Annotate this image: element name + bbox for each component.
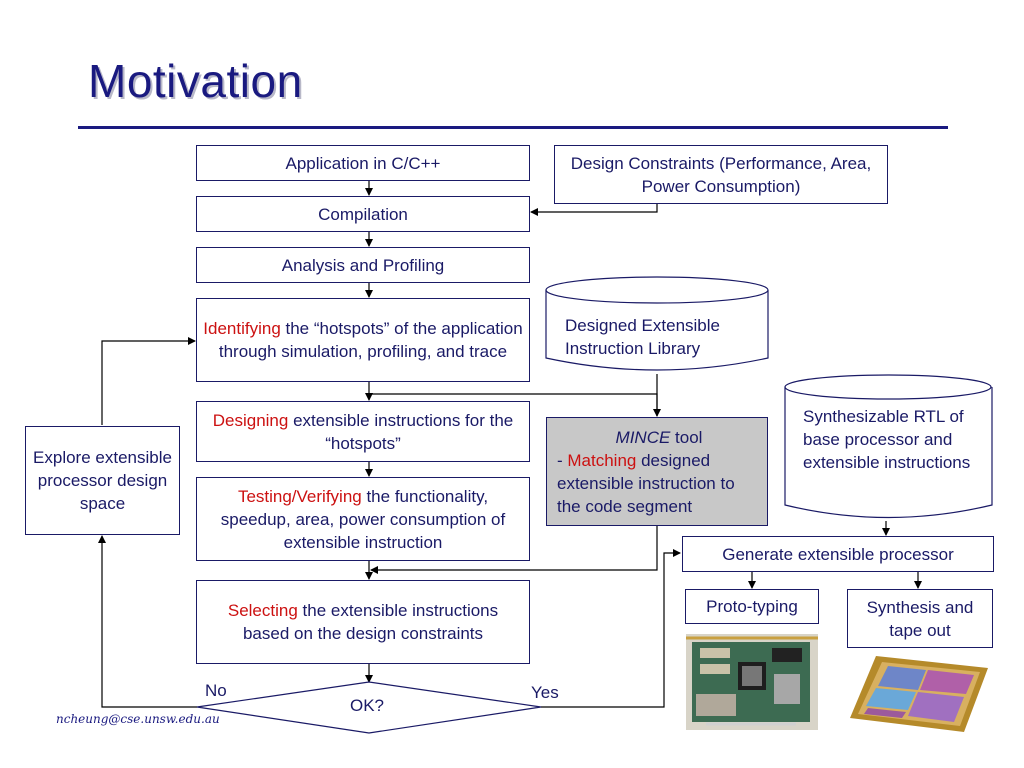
page-title: Motivation bbox=[88, 55, 303, 107]
design-text: Designing extensible instructions for th… bbox=[203, 409, 523, 455]
synthesis-label: Synthesis and tape out bbox=[866, 597, 974, 640]
explore-box: Explore extensible processor design spac… bbox=[25, 426, 180, 535]
app-label: Application in C/C++ bbox=[285, 153, 441, 173]
mince-name: MINCE bbox=[615, 427, 671, 447]
mince-box: MINCE tool- Matching designed extensible… bbox=[546, 417, 768, 526]
mince-text: MINCE tool- Matching designed extensible… bbox=[557, 426, 761, 518]
footer-email: ncheung@cse.unsw.edu.au bbox=[56, 712, 220, 726]
synthesis-box: Synthesis and tape out bbox=[847, 589, 993, 648]
decision-label: OK? bbox=[350, 696, 385, 715]
arrow-yes-generate bbox=[541, 549, 681, 708]
mince-highlight: Matching bbox=[567, 450, 637, 470]
identify-highlight: Identifying bbox=[203, 319, 281, 338]
library-cylinder bbox=[545, 276, 769, 371]
compilation-box: Compilation bbox=[196, 196, 530, 232]
generate-label: Generate extensible processor bbox=[722, 544, 954, 564]
identify-box: Identifying the “hotspots” of the applic… bbox=[196, 298, 530, 382]
select-text: Selecting the extensible instructions ba… bbox=[203, 599, 523, 645]
arrow-no-explore bbox=[98, 535, 197, 708]
rtl-label: Synthesizable RTL of base processor and … bbox=[803, 407, 971, 472]
design-highlight: Designing bbox=[212, 410, 289, 430]
compilation-label: Compilation bbox=[318, 204, 408, 224]
chip-layout-image bbox=[850, 656, 988, 732]
library-label: Designed Extensible Instruction Library bbox=[565, 316, 720, 358]
identify-text: Identifying the “hotspots” of the applic… bbox=[203, 317, 523, 363]
mince-title: MINCE tool bbox=[557, 426, 761, 449]
design-box: Designing extensible instructions for th… bbox=[196, 401, 530, 462]
explore-label: Explore extensible processor design spac… bbox=[33, 448, 172, 513]
app-box: Application in C/C++ bbox=[196, 145, 530, 181]
decision-diamond bbox=[196, 681, 542, 734]
analysis-box: Analysis and Profiling bbox=[196, 247, 530, 283]
select-box: Selecting the extensible instructions ba… bbox=[196, 580, 530, 664]
test-highlight: Testing/Verifying bbox=[237, 486, 362, 506]
mince-rest: designed extensible instruction to the c… bbox=[557, 450, 735, 516]
mince-dash: - bbox=[557, 450, 568, 470]
arrow-constraints-compilation bbox=[530, 204, 658, 216]
test-box: Testing/Verifying the functionality, spe… bbox=[196, 477, 530, 561]
arrow-explore-identify bbox=[101, 337, 196, 425]
design-rest: extensible instructions for the “hotspot… bbox=[288, 410, 514, 453]
arrow-mince-select bbox=[370, 526, 658, 574]
generate-box: Generate extensible processor bbox=[682, 536, 994, 572]
title-underline bbox=[78, 126, 948, 129]
test-text: Testing/Verifying the functionality, spe… bbox=[203, 485, 523, 554]
prototype-board-image bbox=[686, 634, 818, 730]
mince-tool-word: tool bbox=[670, 427, 703, 447]
select-rest: the extensible instructions based on the… bbox=[242, 601, 499, 643]
rtl-cylinder bbox=[784, 374, 993, 519]
identify-rest: the “hotspots” of the application throug… bbox=[218, 319, 523, 361]
test-rest: the functionality, speedup, area, power … bbox=[220, 486, 506, 552]
constraints-box: Design Constraints (Performance, Area, P… bbox=[554, 145, 888, 204]
proto-box: Proto-typing bbox=[685, 589, 819, 624]
analysis-label: Analysis and Profiling bbox=[281, 255, 445, 275]
no-label: No bbox=[205, 681, 227, 700]
select-highlight: Selecting bbox=[227, 601, 298, 620]
proto-label: Proto-typing bbox=[706, 597, 798, 616]
yes-label: Yes bbox=[531, 683, 559, 702]
constraints-label: Design Constraints (Performance, Area, P… bbox=[570, 153, 872, 196]
